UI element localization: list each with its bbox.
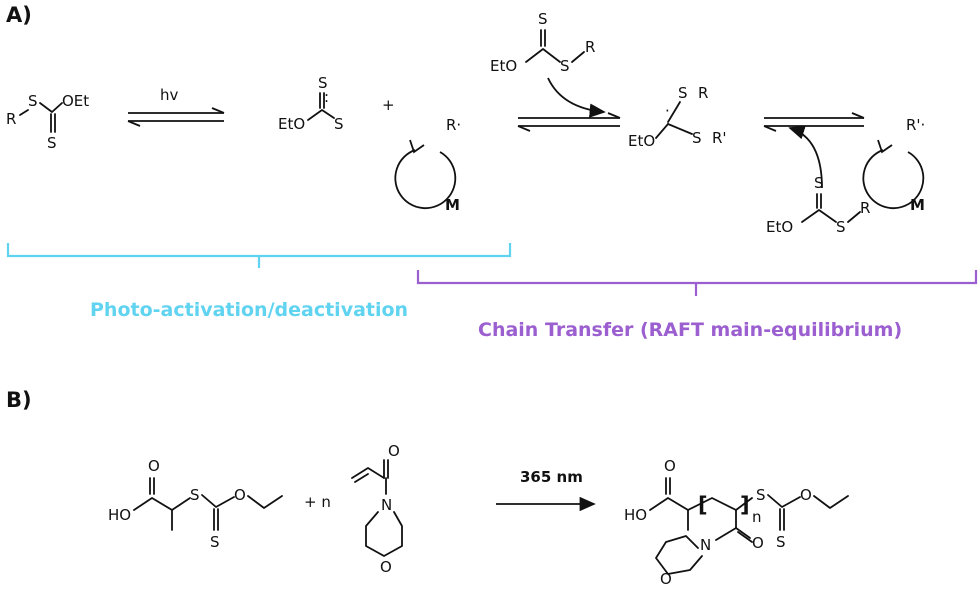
cta-s2: S [210,533,220,551]
poly-n: n [752,508,762,526]
top-s2: S [560,57,570,75]
cta-o: O [148,457,160,475]
addition-arrow [547,77,606,118]
bot-s2: S [836,218,846,236]
poly-s2: S [776,533,786,551]
transfer-bracket [416,270,978,285]
poly-amide-o: O [752,534,764,552]
cta-o2: O [234,486,246,504]
bot-eto: EtO [766,218,793,236]
plus-sign: + [382,96,395,114]
bot-s: S [814,174,824,192]
xanthate-bottom: S EtO S R [766,174,870,236]
hv-label: hv [160,86,179,104]
top-s: S [538,10,548,28]
poly-bracket-left: [ [698,493,708,517]
reverse-addition-arrow [788,125,823,189]
radical-eto: EtO [278,115,305,133]
int-r-prime: R' [712,129,727,147]
cta-s: S [190,486,200,504]
svg-text:·: · [665,102,670,120]
thione-s-label: S [47,134,57,152]
top-eto: EtO [490,57,517,75]
r-prime-radical-label: R'· [906,116,925,134]
oet-label: OEt [62,92,89,110]
poly-s: S [756,486,766,504]
monomer-n: N [381,496,392,514]
poly-o2: O [800,486,812,504]
radical-s-bottom: S [334,115,344,133]
intermediate-radical: S R · EtO S R' [628,84,727,150]
transfer-label: Chain Transfer (RAFT main-equilibrium) [478,319,902,341]
poly-o: O [664,457,676,475]
plus-n: + n [304,493,331,511]
monomer-molecule: O N O [351,442,403,576]
cta-molecule: O HO S S O [108,457,283,551]
monomer-ring-o: O [380,558,392,576]
xanthate-molecule: R S OEt S [6,92,89,152]
poly-ring-o: O [660,570,672,588]
s-label: S [28,92,38,110]
bot-r: R [860,199,870,217]
monomer-m-1: M [445,196,460,214]
radical-s-top: S [318,74,328,92]
polymer-product: O HO [ ] n O N O S S O [624,457,849,588]
section-b-label: B) [6,388,32,412]
cta-ho: HO [108,506,131,524]
top-r: R [585,38,595,56]
svg-text::: : [324,88,329,106]
poly-bracket-right: ] [740,493,750,517]
monomer-cycle-2 [862,149,925,209]
xanthate-top: S EtO S R [490,10,595,75]
int-s-top: S [678,84,688,102]
activation-bracket [6,243,512,258]
equilibrium-arrow-3 [763,112,865,132]
equilibrium-arrow-1 [127,107,225,127]
r-label: R [6,110,16,128]
monomer-o: O [388,442,400,460]
monomer-cycle-1-head [409,139,425,154]
monomer-cycle-2-head [877,139,893,154]
int-eto: EtO [628,132,655,150]
int-s-bottom: S [692,129,702,147]
xanthyl-radical: S : EtO S [278,74,344,133]
wavelength-label: 365 nm [520,468,583,486]
activation-label: Photo-activation/deactivation [90,299,408,321]
r-radical-label: R· [446,116,461,134]
monomer-cycle-1 [394,149,457,209]
section-a-label: A) [6,3,32,27]
poly-n-atom: N [700,536,711,554]
monomer-m-2: M [910,196,925,214]
equilibrium-arrow-2 [517,112,621,132]
int-r: R [698,84,708,102]
poly-ho: HO [624,506,647,524]
